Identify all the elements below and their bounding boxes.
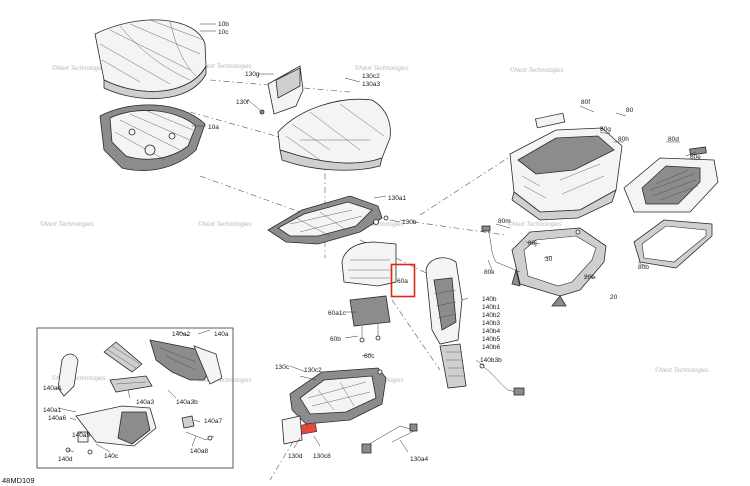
part-label: 140b1 (482, 304, 500, 311)
storage-box-80 (509, 112, 623, 221)
watermark-text: ©Next Technologies (655, 367, 709, 374)
part-label: 130b (402, 219, 417, 226)
seat-cushion-top (94, 19, 207, 100)
cable-80m (481, 225, 581, 273)
part-label: 10a (208, 124, 219, 131)
support-frame-20 (511, 227, 607, 307)
part-label: 140b5 (482, 336, 500, 343)
part-label: 20 (610, 294, 618, 301)
part-label: 130c8 (313, 453, 331, 460)
part-label: 130c2 (304, 367, 322, 374)
part-label: 140b4 (482, 328, 500, 335)
part-labels: 10b 10c 10a 130g 130f 130c2 130a3 80f 80… (2, 21, 701, 485)
part-label: 20b (584, 274, 595, 281)
watermark-text: ©Next Technologies (40, 221, 94, 228)
part-label: 130a3 (362, 81, 380, 88)
watermark-text: ©Next Technologies (508, 221, 562, 228)
highlight-box-60a (390, 263, 416, 298)
side-shield-130g (259, 65, 304, 115)
storage-lid-80d (623, 146, 719, 213)
part-label: 140b (482, 296, 497, 303)
watermark-text: ©Next Technologies (198, 63, 252, 70)
part-label: 10c (218, 29, 229, 36)
part-label: 30 (545, 256, 553, 263)
part-label: 140c (104, 453, 119, 460)
part-label: 140a1 (43, 407, 61, 414)
watermark-text: ©Next Technologies (52, 375, 106, 382)
watermark-text: ©Next Technologies (355, 65, 409, 72)
highlighted-part-label: 60a (397, 278, 408, 285)
part-label: 140a3 (136, 399, 154, 406)
part-label: 80b (638, 264, 649, 271)
part-label: 60b (330, 336, 341, 343)
part-label: 140a4 (43, 385, 61, 392)
seat-tray-130c (281, 367, 387, 445)
part-label: 140a8 (190, 448, 208, 455)
seat-frame-130a1 (267, 195, 389, 245)
part-label: 80f (581, 99, 590, 106)
part-label: 130c2 (362, 73, 380, 80)
part-label: 130a4 (410, 456, 428, 463)
seat-base (99, 104, 206, 171)
part-label: 10b (218, 21, 229, 28)
harness-130a4 (361, 423, 418, 454)
part-label: 140b6 (482, 344, 500, 351)
part-label: 140a2 (172, 331, 190, 338)
part-label: 80e (690, 154, 701, 161)
part-label: 140a5 (72, 432, 90, 439)
diagram-code: 48MD109 (2, 476, 35, 485)
part-label: 140b2 (482, 312, 500, 319)
part-label: 130g (245, 71, 260, 78)
part-label: 140a6 (48, 415, 66, 422)
watermark-text: ©Next Technologies (198, 377, 252, 384)
part-label: 80h (618, 136, 629, 143)
watermark-text: ©Next Technologies (52, 65, 106, 72)
part-label: 130d (288, 453, 303, 460)
part-label: 80m (498, 218, 511, 225)
part-label: 140d (58, 456, 73, 463)
rear-shell-130c2 (277, 98, 391, 171)
watermark-text: ©Next Technologies (198, 221, 252, 228)
part-label: 130a1 (388, 195, 406, 202)
part-label: 80j (528, 240, 537, 247)
part-label: 140a3b (176, 399, 198, 406)
part-label: 140b3b (480, 357, 502, 364)
watermark-text: ©Next Technologies (510, 67, 564, 74)
part-label: 130c (275, 364, 290, 371)
part-label: 140b3 (482, 320, 500, 327)
part-label: 80g (600, 126, 611, 133)
inset-parts (57, 339, 223, 455)
part-label: 60a1c (328, 310, 346, 317)
armrest-140b (425, 257, 467, 389)
part-label: 80k (484, 269, 495, 276)
harness-140b3b (479, 363, 525, 396)
part-label: 60c (364, 353, 375, 360)
backrest-60a (341, 241, 397, 343)
part-label: 130f (236, 99, 249, 106)
part-label: 80 (626, 107, 634, 114)
part-label: 140a (214, 331, 229, 338)
seal-80b (633, 219, 713, 269)
leader-lines (57, 23, 697, 453)
inset-box-140a (36, 327, 234, 469)
part-label: 140a7 (204, 418, 222, 425)
part-label: 80d (668, 136, 679, 143)
